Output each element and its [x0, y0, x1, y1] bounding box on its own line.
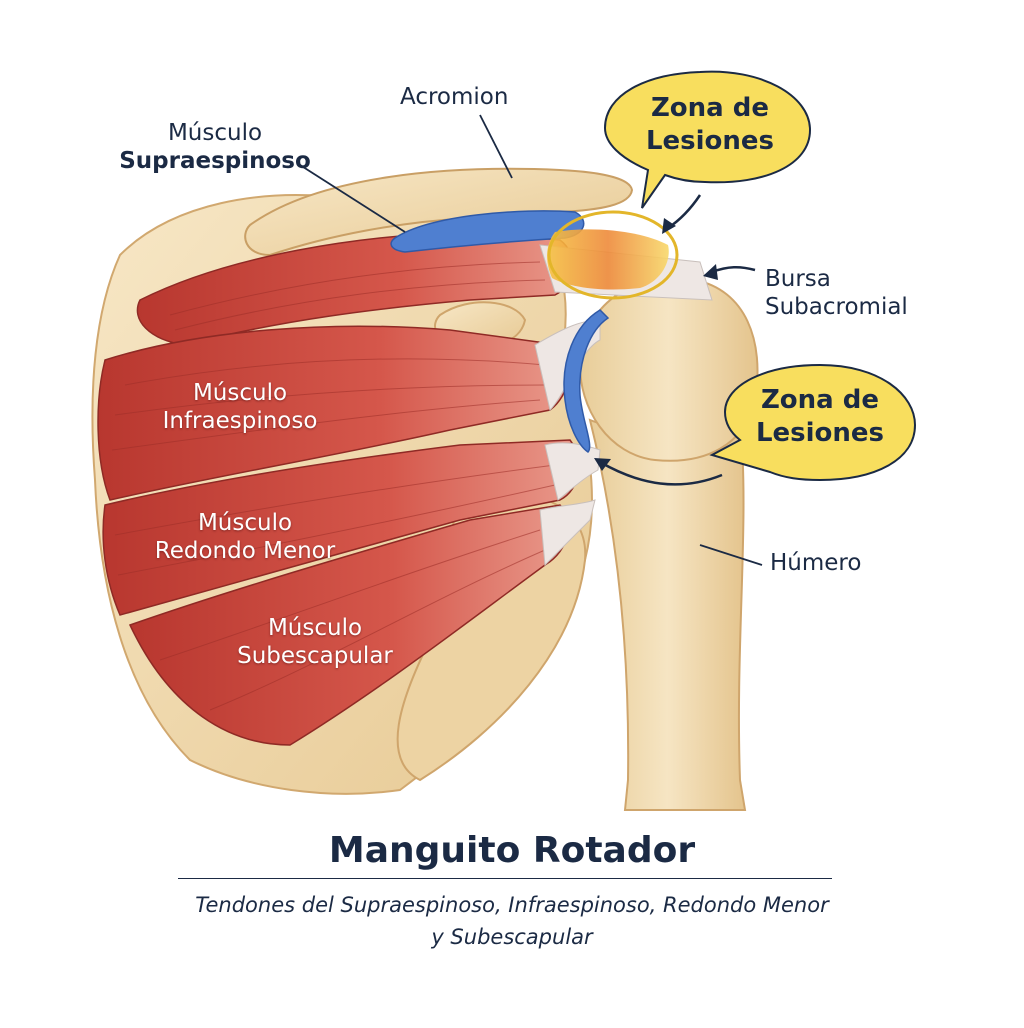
arrow-zone-top — [667, 194, 702, 230]
injury-zone-ring — [547, 210, 679, 300]
injury-zone-tendon — [547, 229, 669, 290]
humerus-shaft — [588, 418, 747, 811]
subtitle-line-2: y Subescapular — [431, 924, 593, 949]
arrowheads — [594, 218, 718, 471]
callout-bubble-bottom — [709, 363, 917, 482]
title-divider — [178, 878, 832, 879]
callout-bubble-top — [603, 70, 812, 209]
diagram-title: Manguito Rotador — [328, 830, 696, 871]
label-bursa-subacromial: Bursa Subacromial — [765, 266, 908, 320]
leader-humero — [699, 544, 763, 566]
label-humero: Húmero — [770, 550, 862, 576]
bursa-lateral — [563, 309, 610, 453]
label-redondo-menor: Músculo Redondo Menor — [154, 510, 336, 564]
callout-text-top: Zona de Lesiones — [645, 93, 775, 157]
leader-supraespinoso — [299, 164, 406, 233]
leader-lines — [299, 114, 763, 566]
label-infraespinoso: Músculo Infraespinoso — [162, 380, 318, 434]
diagram-subtitle: Tendones del Supraespinoso, Infraespinos… — [0, 890, 1024, 953]
callout-text-bottom: Zona de Lesiones — [755, 385, 885, 449]
infraespinoso-muscle — [97, 325, 570, 501]
redondo-menor-muscle — [102, 439, 580, 616]
arrow-bursa — [711, 266, 756, 274]
subtitle-line-1: Tendones del Supraespinoso, Infraespinos… — [195, 893, 829, 917]
subescapular-muscle — [128, 504, 570, 746]
acromion-bone — [244, 167, 634, 257]
label-supraespinoso: Músculo Supraespinoso — [119, 120, 311, 174]
label-subescapular: Músculo Subescapular — [237, 615, 393, 669]
label-acromion: Acromion — [400, 84, 509, 110]
muscle-fibers — [111, 261, 556, 711]
arrow-zone-bottom — [599, 460, 723, 486]
leader-acromion — [479, 114, 513, 179]
